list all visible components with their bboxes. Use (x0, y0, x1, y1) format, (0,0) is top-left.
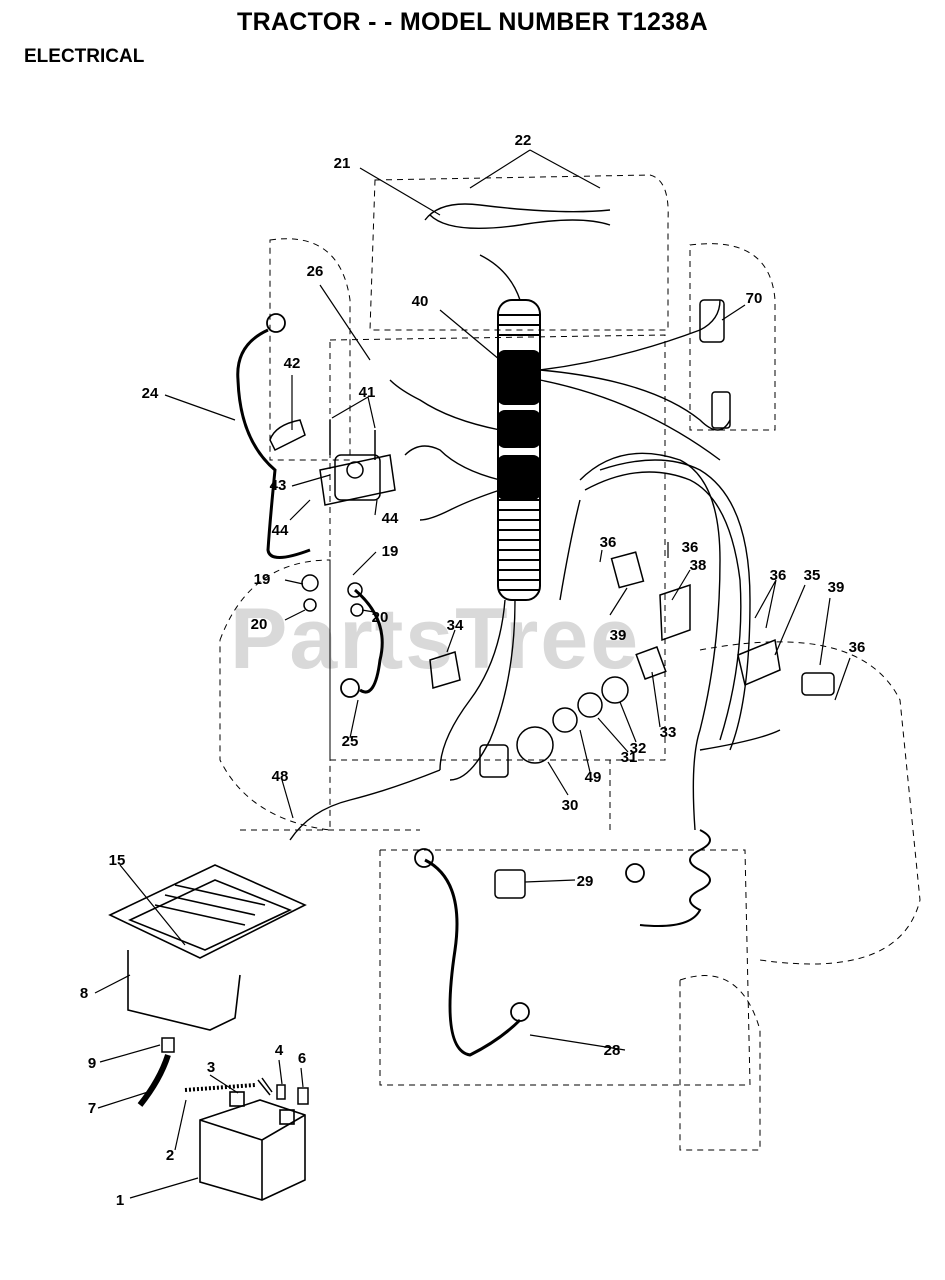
callout-43: 43 (270, 477, 287, 494)
callout-38: 38 (690, 557, 707, 574)
callout-33: 33 (660, 724, 677, 741)
callout-21: 21 (334, 155, 351, 172)
page-title: TRACTOR - - MODEL NUMBER T1238A (237, 8, 708, 36)
callout-35: 35 (804, 567, 821, 584)
callout-20: 20 (251, 616, 268, 633)
callout-36: 36 (600, 534, 617, 551)
callout-44: 44 (382, 510, 399, 527)
battery-cables (236, 328, 522, 1057)
coiled-wire (639, 829, 711, 927)
conduit-40 (497, 299, 541, 601)
battery-1 (199, 1091, 306, 1201)
callout-49: 49 (585, 769, 602, 786)
callout-3: 3 (207, 1059, 215, 1076)
callout-30: 30 (562, 797, 579, 814)
callout-29: 29 (577, 873, 594, 890)
callout-42: 42 (284, 355, 301, 372)
callout-19: 19 (254, 571, 271, 588)
callout-20: 20 (372, 609, 389, 626)
callout-40: 40 (412, 293, 429, 310)
callout-48: 48 (272, 768, 289, 785)
callout-9: 9 (88, 1055, 96, 1072)
callout-4: 4 (275, 1042, 284, 1059)
callout-70: 70 (746, 290, 763, 307)
callout-2: 2 (166, 1147, 174, 1164)
battery-tray-8 (108, 864, 307, 1031)
callout-1: 1 (116, 1192, 124, 1209)
callout-36: 36 (849, 639, 866, 656)
solenoid-43 (301, 420, 396, 617)
callout-36: 36 (682, 539, 699, 556)
leader-lines (94, 149, 851, 1199)
callout-44: 44 (272, 522, 289, 539)
callout-8: 8 (80, 985, 88, 1002)
tractor-outline (219, 174, 921, 1151)
callout-7: 7 (88, 1100, 96, 1117)
callout-36: 36 (770, 567, 787, 584)
callout-32: 32 (630, 740, 647, 757)
harness-wires (289, 203, 781, 841)
callout-34: 34 (447, 617, 464, 634)
watermark: PartsTree (230, 591, 641, 687)
section-heading: ELECTRICAL (24, 46, 145, 67)
callout-41: 41 (359, 384, 376, 401)
callout-19: 19 (382, 543, 399, 560)
callout-39: 39 (828, 579, 845, 596)
callout-28: 28 (604, 1042, 621, 1059)
callout-39: 39 (610, 627, 627, 644)
callout-22: 22 (515, 132, 532, 149)
callout-31: 31 (621, 749, 638, 766)
callout-26: 26 (307, 263, 324, 280)
callout-25: 25 (342, 733, 359, 750)
callout-15: 15 (109, 852, 126, 869)
callout-6: 6 (298, 1050, 306, 1067)
callout-24: 24 (142, 385, 159, 402)
